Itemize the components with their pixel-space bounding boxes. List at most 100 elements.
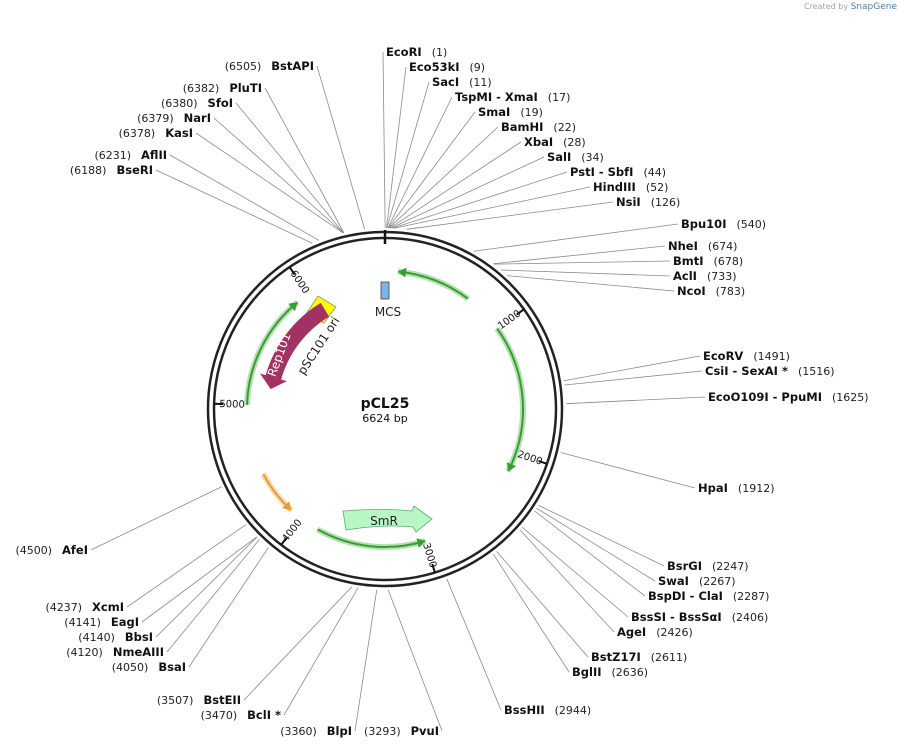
site-leader-line [382,51,386,229]
site-leader-line [536,507,656,582]
ruler-tick [288,266,296,276]
branding-prefix: Created by [804,2,849,11]
restriction-site-position: (3507) [157,694,194,707]
site-leader-line [235,102,344,234]
plasmid-name: pCL25 [361,396,410,412]
smr-feature [342,505,433,533]
site-leader-line [534,510,646,597]
orf-arrows [244,267,526,550]
restriction-site-position: (2636) [612,666,649,679]
site-leader-line [166,539,260,653]
site-leader-line [90,486,222,551]
restriction-site-name: BsaI [158,660,186,674]
restriction-site-position: (2267) [699,575,736,588]
orf-arrow [246,301,299,405]
restriction-site-name: NmeAIII [113,645,164,659]
restriction-site-name: SacI [432,75,459,89]
restriction-site-position: (3360) [280,725,317,738]
restriction-site-name: HindIII [593,180,636,194]
site-leader-line [564,370,703,386]
site-leader-line [283,587,359,716]
ruler-tick [516,308,525,316]
restriction-site-name: BstAPI [271,59,314,73]
site-leader-line [155,169,313,244]
mcs-feature [380,281,390,300]
site-leader-line [243,586,353,701]
restriction-site-name: Bpu10I [681,217,726,231]
restriction-site-position: (126) [651,196,681,209]
site-leader-line [316,65,365,230]
ruler-tick-label: 3000 [420,542,438,570]
site-leader-line [389,141,522,229]
ruler-tick-label: 5000 [219,399,245,411]
snapgene-branding: Created by SnapGene [804,2,897,12]
restriction-site-position: (540) [736,218,766,231]
restriction-site-position: (678) [714,255,744,268]
site-leader-line [519,529,615,633]
site-leader-line [473,223,679,252]
restriction-site-name: PstI - SbfI [570,165,633,179]
site-leader-line [387,111,476,229]
restriction-site-name: PvuI [411,724,439,738]
snapgene-logo-text: SnapGene [850,2,897,12]
site-leader-line [538,504,665,567]
orf-glow [397,268,470,302]
restriction-site-name: AclI [673,269,697,283]
site-labels: EcoRI(1)Eco53kI(9)SacI(11)TspMI - XmaI(1… [15,45,868,738]
site-leader-line [492,553,570,673]
restriction-site-name: BstZ17I [591,650,641,664]
site-leader-line [560,452,696,489]
restriction-site-name: SfoI [208,96,233,110]
restriction-site-name: TspMI - XmaI [455,90,538,104]
site-leader-line [500,269,671,277]
site-leader-line [507,275,675,292]
site-leader-line [387,96,453,229]
restriction-site-name: BstEII [203,693,241,707]
restriction-site-position: (9) [470,61,486,74]
site-leader-line [354,589,378,732]
restriction-site-position: (1) [432,46,448,59]
restriction-site-name: CsiI - SexAI * [705,364,788,378]
site-leader-line [446,578,502,711]
rep101-feature [259,302,330,390]
restriction-site-position: (1516) [798,365,835,378]
restriction-site-position: (1912) [738,482,775,495]
restriction-site-position: (17) [548,91,571,104]
ruler-tick [538,459,548,465]
restriction-site-name: NheI [668,239,698,253]
site-leader-line [195,132,344,234]
orf-arrowhead [506,462,517,472]
restriction-site-name: AflII [141,148,167,162]
restriction-site-position: (2611) [651,651,688,664]
restriction-site-position: (4500) [15,544,52,557]
site-leader-line [126,524,247,608]
restriction-site-name: NsiI [616,195,641,209]
restriction-site-name: EagI [111,615,139,629]
restriction-site-position: (3293) [364,725,401,738]
restriction-site-position: (11) [469,76,492,89]
site-leader-line [492,245,666,265]
ruler-tick [280,537,288,546]
plasmid-length: 6624 bp [362,412,407,425]
restriction-site-name: Eco53kI [409,60,460,74]
restriction-site-position: (34) [581,151,604,164]
site-leader-line [388,126,499,229]
site-leader-line [393,186,591,229]
restriction-site-name: BssSI - BssSαI [631,610,722,624]
site-leader-line [521,526,629,618]
restriction-site-position: (6231) [94,149,131,162]
restriction-site-name: EcoO109I - PpuMI [708,390,822,404]
site-leader-line [390,156,545,229]
ruler-tick [431,563,436,573]
orf-arrow [317,528,426,548]
restriction-site-position: (2406) [732,611,769,624]
site-leader-line [264,87,345,233]
restriction-site-position: (6380) [161,97,198,110]
restriction-site-name: BclI * [247,708,281,722]
restriction-site-name: BlpI [327,724,352,738]
orf-arrowhead [416,538,426,548]
site-leader-line [387,589,443,732]
restriction-site-position: (22) [553,121,576,134]
restriction-site-name: NarI [184,111,211,125]
